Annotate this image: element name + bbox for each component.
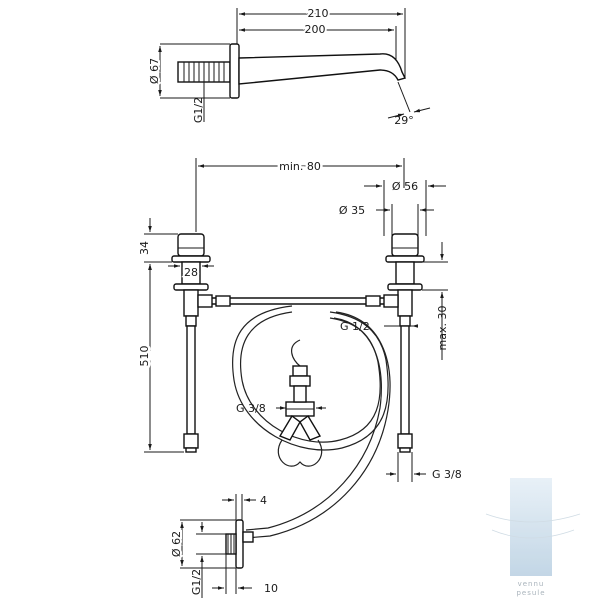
dim-spout-length: 200 xyxy=(305,23,326,36)
spout-view: 210 200 Ø 67 G1/2 29° xyxy=(146,5,431,127)
dim-rough-in: 510 xyxy=(138,346,151,367)
spout-angle-arrow-left xyxy=(387,113,405,119)
dim-handle-stem: 28 xyxy=(184,266,198,279)
left-bottom-fitting xyxy=(183,433,199,449)
mixer-branch-right xyxy=(299,414,322,441)
dim-handle-cap-height: 34 xyxy=(138,241,151,255)
left-supply-hose xyxy=(186,325,196,435)
spout-body xyxy=(238,53,407,85)
dim-wall-diameter: Ø 62 xyxy=(170,531,183,557)
dim-handle-inner-dia: Ø 35 xyxy=(339,204,365,217)
spout-wall-plate xyxy=(229,43,240,99)
dim-spout-total: 210 xyxy=(308,7,329,20)
left-lower-nut xyxy=(185,315,197,327)
mixer-neck xyxy=(293,385,307,403)
spout-angle-arrow-right xyxy=(413,107,431,113)
label-connection-top: G 1/2 xyxy=(340,320,370,333)
left-mount-nut xyxy=(173,283,209,291)
watermark-text-2: pesule xyxy=(516,589,545,597)
dim-wall-thread: G1/2 xyxy=(190,569,203,595)
mixer-bottom-loop xyxy=(277,439,323,467)
mixer-upper-body xyxy=(289,375,311,387)
mixer-tee xyxy=(277,339,323,467)
wall-piece-view: 4 Ø 62 G1/2 10 xyxy=(168,494,278,598)
right-supply-hose xyxy=(400,325,410,435)
left-handle-cap xyxy=(177,233,205,257)
right-handle-cap xyxy=(391,233,419,257)
right-valve-body xyxy=(397,289,413,317)
right-side-port xyxy=(383,294,399,308)
dim-spout-diameter: Ø 67 xyxy=(148,58,161,84)
mixer-branch-left xyxy=(278,414,301,441)
left-bottom-nipple xyxy=(185,447,197,453)
dim-handle-spacing: min. 80 xyxy=(279,160,321,173)
right-bottom-nipple xyxy=(399,447,411,453)
label-connection-mid: G 3/8 xyxy=(236,402,266,415)
dim-handle-outer-dia: Ø 56 xyxy=(392,180,418,193)
watermark: vennu pesule xyxy=(485,478,581,597)
dim-spout-thread: G1/2 xyxy=(192,97,205,123)
dim-wall-depth: 10 xyxy=(264,582,278,595)
spout-angle-leader xyxy=(397,81,411,113)
watermark-text-1: vennu xyxy=(518,580,545,588)
cross-hose-nut-left xyxy=(215,295,231,307)
valve-assembly-view: min. 80 Ø 56 Ø 35 xyxy=(136,158,462,539)
right-valve xyxy=(383,233,425,453)
watermark-bar xyxy=(510,478,552,576)
cross-hose-nut-right xyxy=(365,295,381,307)
wall-plate xyxy=(235,519,244,569)
right-lower-nut xyxy=(399,315,411,327)
right-handle-base xyxy=(385,255,425,263)
right-bottom-fitting xyxy=(397,433,413,449)
left-side-port xyxy=(197,294,213,308)
outlet-hose-outer xyxy=(245,311,391,539)
left-handle-base xyxy=(171,255,211,263)
dim-spout-angle: 29° xyxy=(394,114,414,127)
left-valve-body xyxy=(183,289,199,317)
wall-hose-nut xyxy=(242,531,254,543)
left-valve xyxy=(171,233,213,453)
dim-wall-thickness: 4 xyxy=(260,494,267,507)
mixer-inlet-hose-a xyxy=(291,339,301,367)
mixer-top-nut xyxy=(292,365,308,377)
label-connection-bottom: G 3/8 xyxy=(432,468,462,481)
dim-max: max. 30 xyxy=(436,306,449,351)
outlet-hose-inner xyxy=(245,317,382,531)
right-mount-nut xyxy=(387,283,423,291)
right-valve-stem xyxy=(395,261,415,285)
